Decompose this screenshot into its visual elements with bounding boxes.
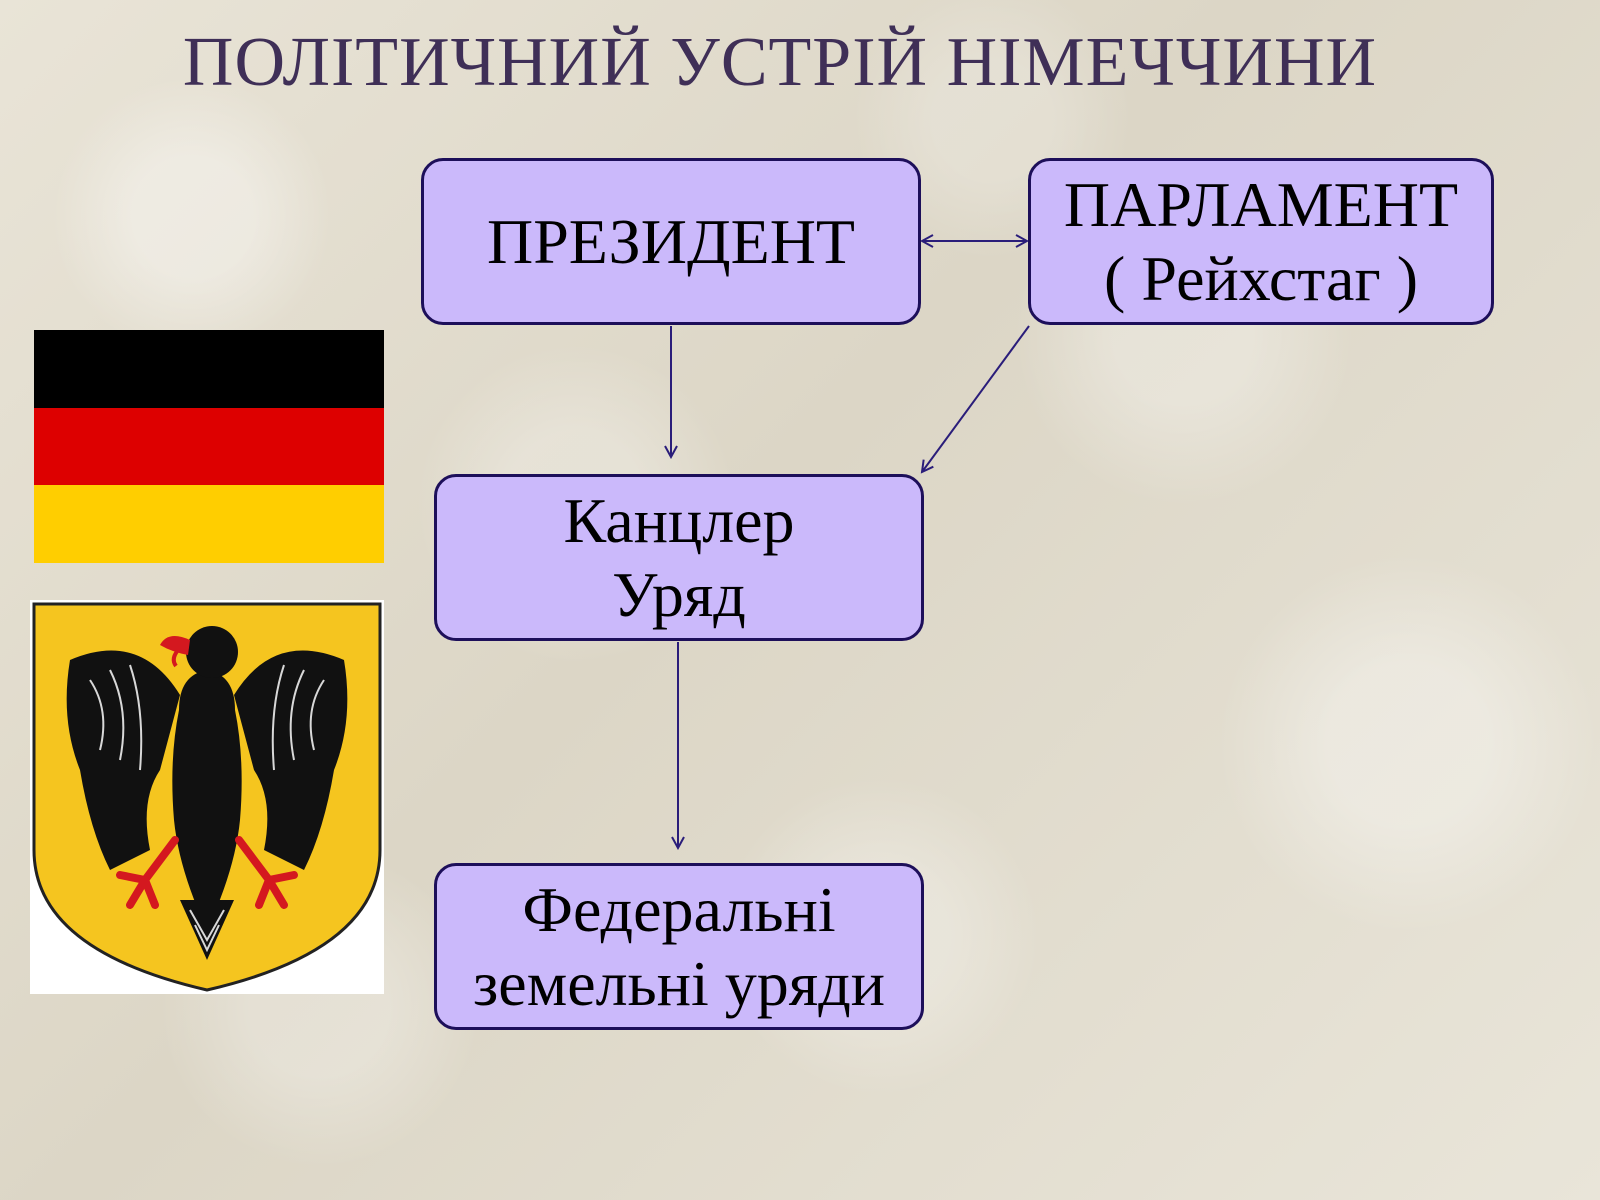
slide-title: ПОЛІТИЧНИЙ УСТРІЙ НІМЕЧЧИНИ — [182, 24, 1378, 101]
coat-of-arms-eagle-icon — [30, 600, 384, 994]
flag-stripe-black — [34, 330, 384, 408]
parliament-box: ПАРЛАМЕНТ ( Рейхстаг ) — [1028, 158, 1494, 325]
government-label: Уряд — [612, 558, 746, 630]
president-label: ПРЕЗИДЕНТ — [486, 205, 856, 277]
parliament-sublabel: ( Рейхстаг ) — [1104, 242, 1418, 314]
parliament-label: ПАРЛАМЕНТ — [1063, 168, 1459, 240]
flag-stripe-gold — [34, 485, 384, 564]
president-box: ПРЕЗИДЕНТ — [421, 158, 921, 325]
federal-label-line2: земельні уряди — [473, 947, 885, 1019]
federal-label-line1: Федеральні — [522, 873, 836, 945]
flag-stripe-red — [34, 407, 384, 486]
chancellor-box: Канцлер Уряд — [434, 474, 924, 641]
federal-governments-box: Федеральні земельні уряди — [434, 863, 924, 1030]
chancellor-label: Канцлер — [563, 484, 795, 556]
flag-of-germany — [34, 330, 384, 564]
